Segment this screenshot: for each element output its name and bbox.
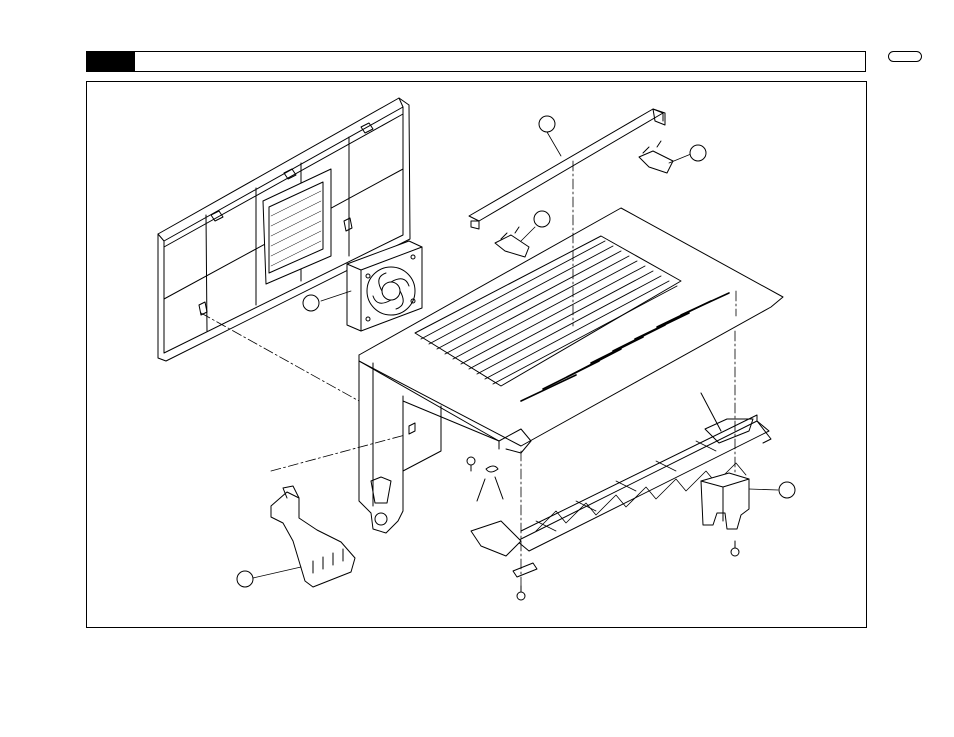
callout-fan — [303, 295, 319, 311]
page-indicator — [888, 51, 922, 62]
callout-bracket — [779, 482, 795, 498]
top-rail — [469, 109, 665, 229]
callout-top-rail — [539, 116, 555, 132]
section-header-bar — [86, 51, 866, 72]
side-bracket — [701, 473, 749, 529]
exploded-view-frame — [86, 81, 867, 628]
clip-right — [639, 141, 673, 173]
section-tab — [87, 52, 135, 71]
callout-left-clip — [534, 211, 550, 227]
callout-lever — [237, 571, 253, 587]
clip-left — [495, 227, 529, 257]
callout-right-clip — [690, 145, 706, 161]
exploded-assembly-drawing — [87, 82, 868, 629]
release-lever — [271, 486, 355, 587]
